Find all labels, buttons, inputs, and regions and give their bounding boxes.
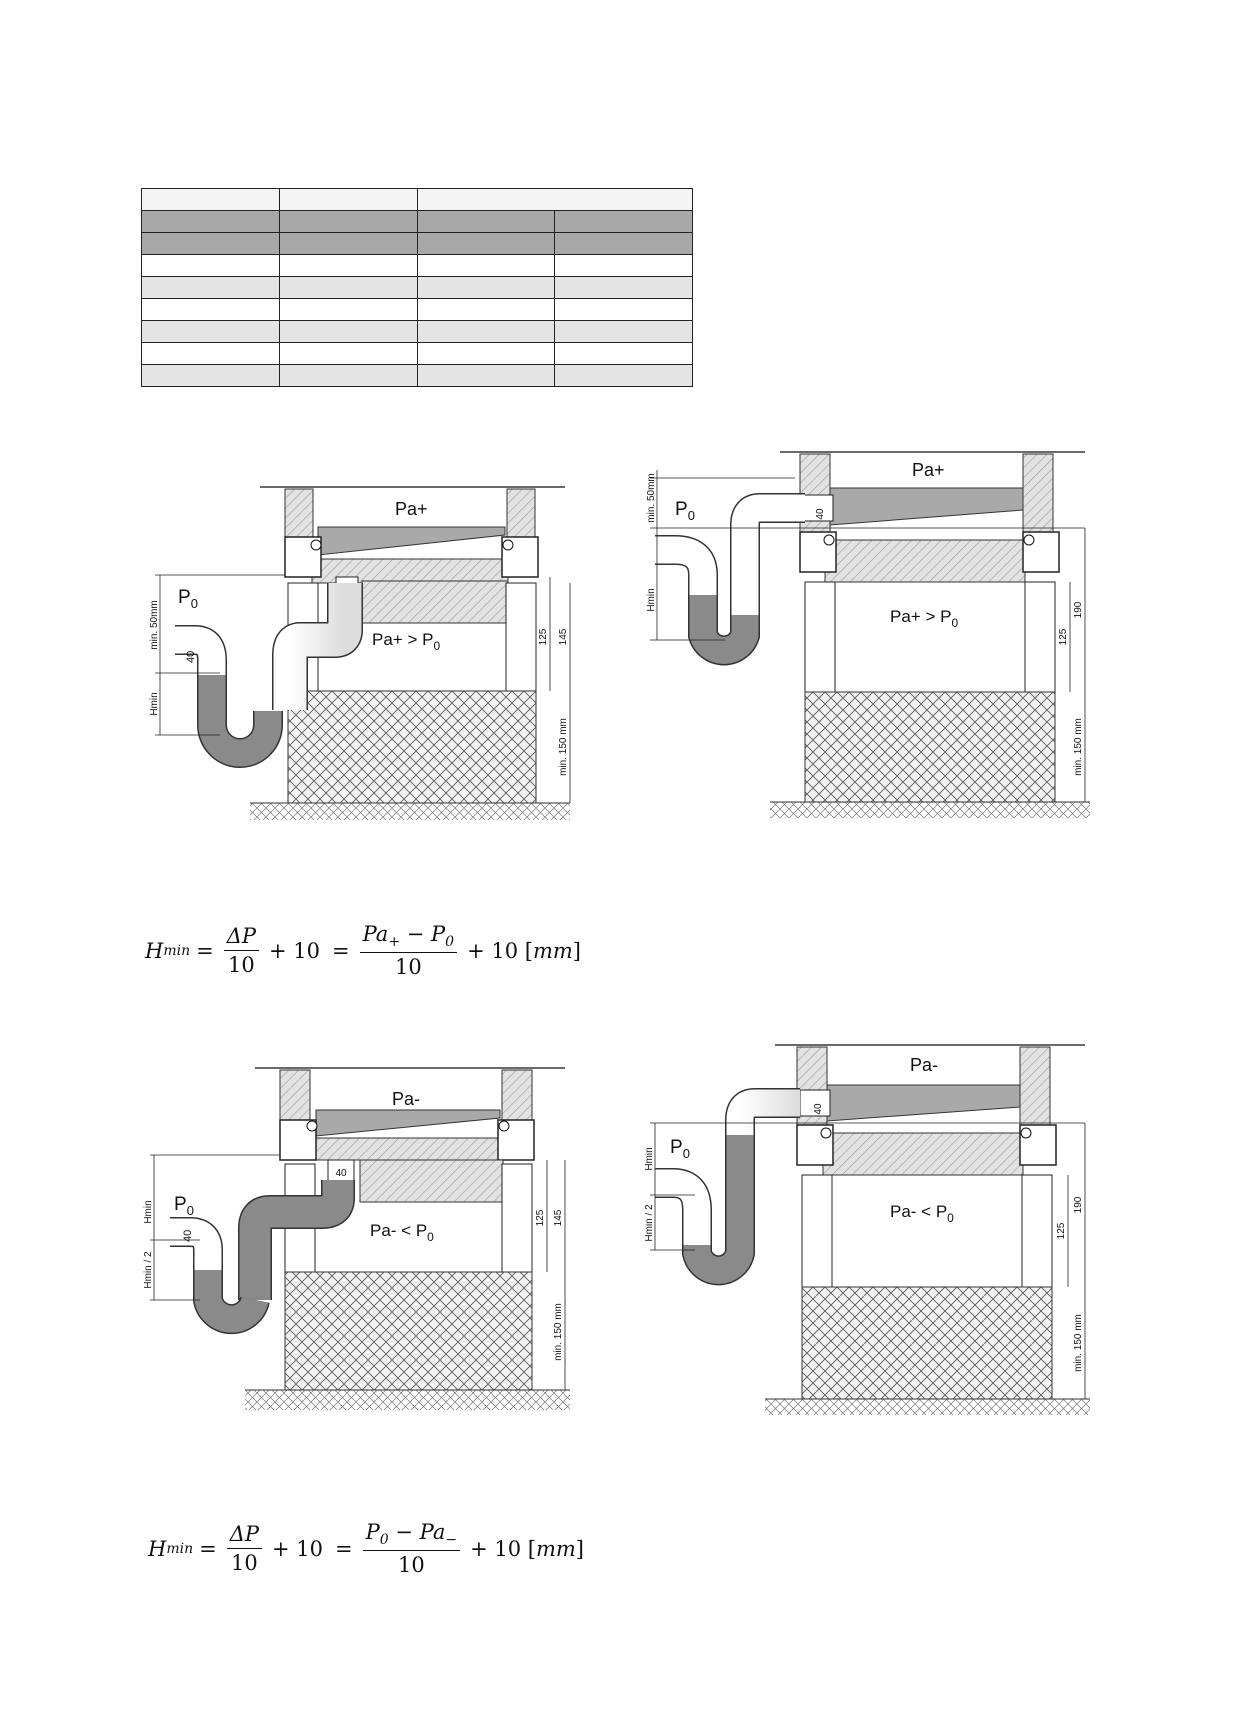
dim-pipe-diameter: 40 (813, 1103, 824, 1115)
dim-min-150mm: min. 150 mm (1073, 718, 1084, 776)
dim-hmin: Hmin (645, 1147, 655, 1170)
label-outside-pressure: P0 (670, 1137, 690, 1161)
formula-lhs: H (148, 1536, 167, 1561)
table-row (141, 320, 693, 343)
dim-hmin: Hmin (149, 692, 160, 715)
label-pressure-relation: Pa+ > P0 (372, 630, 440, 653)
dim-hmin: Hmin (646, 588, 657, 611)
table-row (141, 232, 693, 255)
dim-125: 125 (1058, 628, 1069, 645)
formula-plus-10: + 10 (272, 1536, 324, 1561)
label-pressure-inside: Pa+ (912, 460, 945, 480)
dim-pipe-diameter: 40 (182, 1230, 194, 1242)
fraction-pressure: Pa+ − P0 10 (359, 922, 458, 979)
dim-125: 125 (535, 1209, 546, 1226)
dim-min-150mm: min. 150 mm (553, 1303, 564, 1361)
dim-min-50mm: min. 50mm (646, 473, 657, 522)
formula-equals: = (196, 938, 214, 963)
dim-pipe-diameter: 40 (185, 651, 197, 663)
table-row (141, 210, 693, 233)
figure-top-right: 40 min. 50mm Hmin 125 190 min. 150 mm Pa… (646, 451, 1090, 818)
dim-pipe-diameter: 40 (815, 508, 826, 520)
table-row (141, 254, 693, 277)
dim-min-150mm: min. 150 mm (558, 718, 569, 776)
table-row (141, 188, 693, 211)
formula-lhs-sub: min (163, 942, 191, 959)
table-row (141, 342, 693, 365)
label-pressure-relation: Pa+ > P0 (890, 607, 958, 630)
table-row (141, 298, 693, 321)
fraction-pressure: P0 − Pa− 10 (362, 1520, 461, 1577)
formula-lhs-sub: min (166, 1540, 194, 1557)
formula-plus-10: + 10 (269, 938, 321, 963)
dim-min-150mm: min. 150 mm (1073, 1314, 1084, 1372)
dim-125: 125 (1056, 1222, 1067, 1239)
label-pressure-inside: Pa+ (395, 499, 428, 519)
table-row (141, 364, 693, 387)
dim-hmin-half: Hmin / 2 (143, 1251, 154, 1289)
formula-tail: + 10 [mm] (467, 938, 581, 963)
dim-trap-height: 40 (335, 1168, 347, 1179)
dim-145: 145 (553, 1209, 564, 1226)
formula-equals: = (335, 1536, 353, 1561)
formula-equals: = (199, 1536, 217, 1561)
label-outside-pressure: P0 (174, 1194, 194, 1218)
formula-lhs: H (145, 938, 164, 963)
dim-min-50mm: min. 50mm (149, 600, 160, 649)
figure-top-left: 40 40 min. 50mm Hmin 125 145 min. 150 mm… (149, 486, 571, 820)
dim-hmin-half: Hmin / 2 (645, 1204, 655, 1242)
formula-tail: + 10 [mm] (470, 1536, 584, 1561)
label-pressure-relation: Pa- < P0 (370, 1221, 434, 1244)
table-row (141, 276, 693, 299)
dim-190: 190 (1073, 601, 1084, 618)
dim-125: 125 (538, 628, 549, 645)
label-outside-pressure: P0 (178, 587, 198, 611)
label-pressure-inside: Pa- (910, 1055, 938, 1075)
figure-bottom-right: 40 Hmin Hmin / 2 125 190 min. 150 mm Pa-… (645, 1044, 1090, 1415)
label-pressure-inside: Pa- (392, 1089, 420, 1109)
blank-table (141, 188, 693, 387)
label-outside-pressure: P0 (675, 499, 695, 523)
label-pressure-relation: Pa- < P0 (890, 1202, 954, 1225)
figure-bottom-left: 40 40 Hmin Hmin / 2 125 145 min. 150 mm … (143, 1067, 570, 1410)
formula-equals: = (332, 938, 350, 963)
dim-hmin: Hmin (143, 1200, 154, 1223)
dim-190: 190 (1073, 1196, 1084, 1213)
dim-145: 145 (558, 628, 569, 645)
